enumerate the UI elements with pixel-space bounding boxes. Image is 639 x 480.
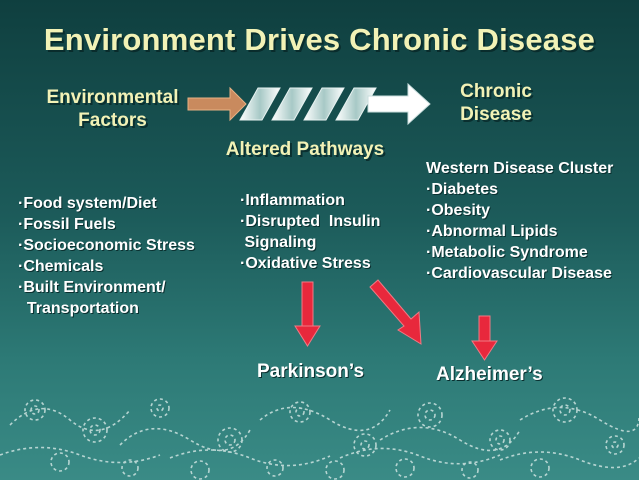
list-item: ·Chemicals: [18, 258, 104, 275]
list-item: ·Obesity: [426, 202, 491, 219]
altered-pathways-heading: Altered Pathways: [225, 139, 385, 160]
swirl-pattern: [0, 397, 639, 480]
list-item: ·Diabetes: [426, 181, 499, 198]
list-item: ·Disrupted Insulin: [240, 213, 381, 230]
list-item: ·Metabolic Syndrome: [426, 244, 588, 261]
cluster-title: Western Disease Cluster: [426, 160, 614, 177]
red-arrow-to-parkinsons: [294, 281, 321, 347]
list-item: ·Cardiovascular Disease: [426, 265, 612, 282]
list-item: ·Abnormal Lipids: [426, 223, 558, 240]
red-arrow-to-alzheimers-vertical: [471, 315, 498, 361]
ribbon-arrow: [239, 82, 431, 126]
chronic-disease-list: Western Disease Cluster ·Diabetes ·Obesi…: [426, 158, 613, 284]
slide-title: Environment Drives Chronic Disease: [43, 22, 596, 57]
alzheimers-label: Alzheimer’s: [436, 364, 543, 385]
list-item: ·Fossil Fuels: [18, 216, 116, 233]
list-item: Signaling: [240, 234, 317, 251]
environmental-factors-heading: Environmental Factors: [46, 87, 179, 131]
list-item: ·Inflammation: [240, 192, 345, 209]
chronic-disease-heading: Chronic Disease: [460, 81, 532, 125]
orange-arrow: [187, 86, 247, 122]
list-item: ·Food system/Diet: [18, 195, 157, 212]
list-item: ·Socioeconomic Stress: [18, 237, 195, 254]
parkinsons-label: Parkinson’s: [257, 361, 365, 382]
list-item: ·Oxidative Stress: [240, 255, 371, 272]
environmental-factors-list: ·Food system/Diet ·Fossil Fuels ·Socioec…: [18, 193, 195, 319]
altered-pathways-list: ·Inflammation ·Disrupted Insulin Signali…: [240, 190, 380, 274]
red-arrow-to-alzheimers-diagonal: [369, 279, 422, 345]
list-item: Transportation: [18, 300, 139, 317]
list-item: ·Built Environment/: [18, 279, 166, 296]
